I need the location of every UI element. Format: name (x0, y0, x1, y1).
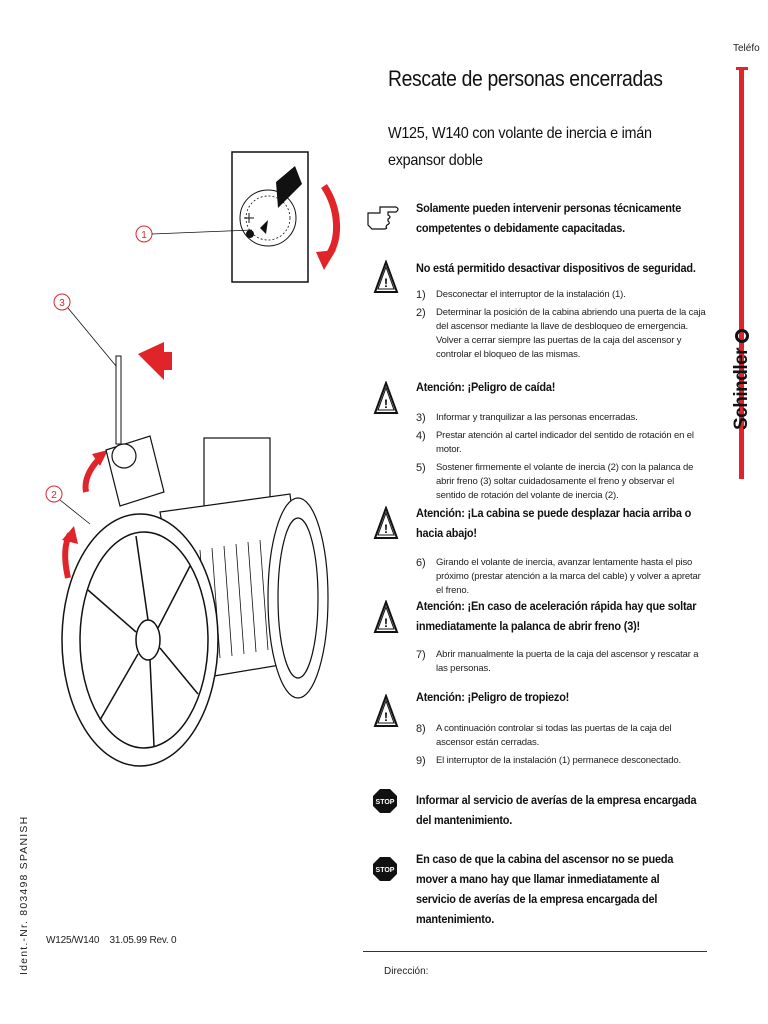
document-code: W125/W140 31.05.99 Rev. 0 (46, 935, 177, 946)
page-title: Rescate de personas encerradas (388, 66, 663, 91)
warning-triangle-icon: ! (373, 380, 399, 420)
footer-divider (363, 951, 707, 952)
note-inform-service: Informar al servicio de averías de la em… (416, 795, 697, 827)
steps-group-1: 1)Desconectar el interruptor de la insta… (416, 288, 706, 362)
stop-sign-icon: STOP (372, 856, 398, 887)
step-5: 5)Sostener firmemente el volante de iner… (416, 462, 694, 501)
step-1: 1)Desconectar el interruptor de la insta… (416, 289, 626, 301)
warning-triangle-icon: ! (373, 505, 399, 545)
note-acceleration: Atención: ¡En caso de aceleración rápida… (416, 601, 697, 633)
callout-3: 3 (53, 293, 117, 367)
steps-group-5: 8)A continuación controlar si todas las … (416, 722, 706, 768)
phone-label: Teléfo (733, 43, 760, 54)
brand-red-bar-top (736, 67, 748, 70)
flywheel (61, 513, 219, 767)
brand-name: Schindler (731, 347, 752, 430)
brand-mark-icon (734, 329, 749, 344)
lever-arrow-icon (138, 342, 172, 380)
stop-sign-icon: STOP (372, 788, 398, 819)
warning-triangle-icon: ! (373, 599, 399, 639)
machine-illustration: 1 3 2 (45, 151, 341, 767)
note-fall-hazard: Atención: ¡Peligro de caída! (416, 382, 556, 394)
note-competent-personnel: Solamente pueden intervenir personas téc… (416, 203, 682, 235)
warning-triangle-icon: ! (373, 693, 399, 733)
step-7: 7)Abrir manualmente la puerta de la caja… (416, 649, 699, 674)
ident-text: Ident.-Nr. 803498 SPANISH (18, 815, 30, 975)
callout-3-label: 3 (59, 298, 65, 309)
page-subtitle: W125, W140 con volante de inercia e imán… (388, 125, 652, 169)
main-switch-diagram (231, 151, 309, 283)
ident-number: Ident.-Nr. 803498 SPANISH (14, 770, 38, 980)
note-cabin-movement: Atención: ¡La cabina se puede desplazar … (416, 508, 692, 540)
pointing-hand-icon (366, 201, 402, 236)
svg-text:!: ! (384, 616, 388, 630)
svg-text:!: ! (384, 710, 388, 724)
step-9: 9)El interruptor de la instalación (1) p… (416, 755, 682, 767)
callout-2-label: 2 (51, 490, 57, 501)
step-8: 8)A continuación controlar si todas las … (416, 723, 672, 748)
step-6: 6)Girando el volante de inercia, avanzar… (416, 557, 701, 596)
callout-1: 1 (135, 225, 253, 243)
address-label: Dirección: (384, 966, 429, 977)
note-trip-hazard: Atención: ¡Peligro de tropiezo! (416, 692, 570, 704)
svg-text:STOP: STOP (376, 867, 395, 874)
step-2: 2)Determinar la posición de la cabina ab… (416, 307, 706, 360)
steps-group-3: 6)Girando el volante de inercia, avanzar… (416, 556, 706, 598)
svg-text:!: ! (384, 397, 388, 411)
note-call-service: En caso de que la cabina del ascensor no… (416, 854, 674, 926)
brand-red-bar (739, 67, 744, 479)
step-4: 4)Prestar atención al cartel indicador d… (416, 430, 694, 455)
brand-logo: Schindler (705, 290, 752, 430)
callout-1-label: 1 (141, 230, 147, 241)
callout-2: 2 (45, 485, 91, 525)
steps-group-2: 3)Informar y tranquilizar a las personas… (416, 411, 706, 503)
svg-text:STOP: STOP (376, 799, 395, 806)
rotation-arrow-icon (316, 184, 341, 270)
warning-triangle-icon: ! (373, 259, 399, 299)
svg-text:!: ! (384, 276, 388, 290)
note-safety-devices: No está permitido desactivar dispositivo… (416, 263, 696, 275)
steps-group-4: 7)Abrir manualmente la puerta de la caja… (416, 648, 706, 676)
svg-text:!: ! (384, 522, 388, 536)
step-3: 3)Informar y tranquilizar a las personas… (416, 412, 638, 424)
